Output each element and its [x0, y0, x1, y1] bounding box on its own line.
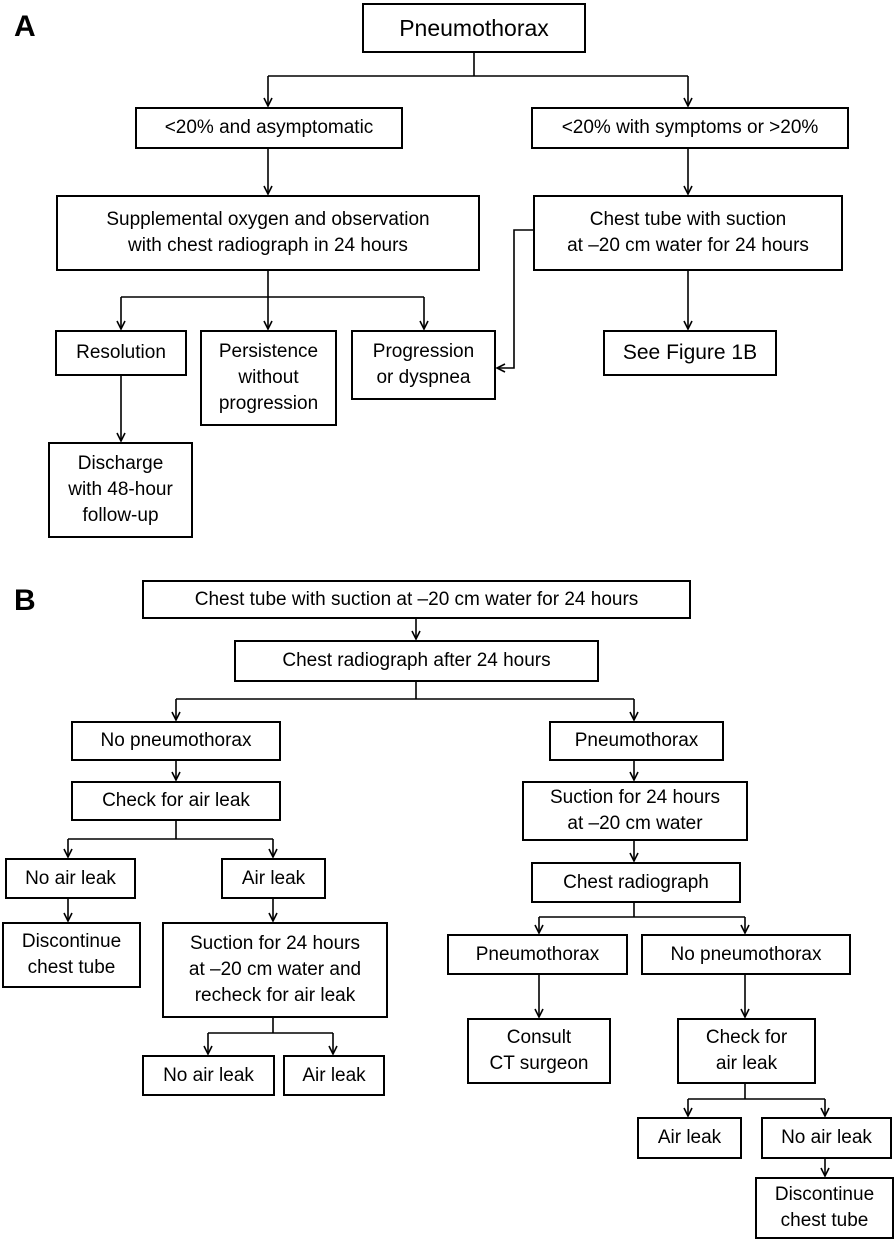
edge-oxygen-split [121, 270, 424, 298]
node-discontinue-right: Discontinue chest tube [755, 1177, 894, 1239]
node-text-line: No air leak [163, 1064, 254, 1086]
node-discontinue-left: Discontinue chest tube [2, 922, 141, 988]
node-no-air-leak-left-1: No air leak [5, 858, 136, 899]
node-text-line: See Figure 1B [622, 341, 758, 364]
node-text-line: Suction for 24 hours [549, 787, 721, 808]
node-chest-tube-b: Chest tube with suction at –20 cm water … [142, 580, 691, 619]
node-see-figure-1b: See Figure 1B [603, 330, 777, 376]
node-text-line: Pneumothorax [475, 943, 600, 965]
node-text-line: <20% and asymptomatic [164, 117, 374, 138]
node-text-line: Chest tube with suction [589, 209, 787, 230]
node-text-line: Progression [372, 341, 475, 362]
node-text-line: Chest tube with suction at –20 cm water … [194, 588, 639, 610]
node-text-line: Discharge [77, 453, 164, 474]
edge-radiograph-split [176, 681, 634, 700]
node-air-leak-right: Air leak [637, 1117, 742, 1159]
node-consult-ct-surgeon: Consult CT surgeon [467, 1018, 611, 1084]
node-text-line: chest tube [27, 957, 116, 978]
node-text-line: Air leak [241, 867, 306, 889]
node-text-line: Air leak [657, 1127, 722, 1148]
node-text-line: No air leak [781, 1127, 872, 1148]
edge-radiograph-split-r [539, 902, 745, 918]
node-suction-recheck: Suction for 24 hours at –20 cm water and r… [162, 922, 388, 1018]
node-no-pneumothorax-left: No pneumothorax [71, 721, 281, 761]
node-pneumothorax-right: Pneumothorax [549, 721, 724, 761]
node-text-line: Consult [506, 1027, 572, 1048]
node-suction-24h-right: Suction for 24 hours at –20 cm water [522, 781, 748, 841]
node-text-line: chest tube [780, 1210, 869, 1231]
node-text-line: Suction for 24 hours [189, 933, 361, 954]
node-symptomatic-or-large: <20% with symptoms or >20% [531, 107, 849, 149]
node-air-leak-left-2: Air leak [283, 1055, 385, 1096]
node-text-line: Discontinue [774, 1184, 875, 1205]
panel-label-a: A [14, 10, 36, 43]
node-check-air-leak-right: Check for air leak [677, 1018, 816, 1084]
node-text-line: No air leak [25, 867, 116, 889]
node-text-line: Persistence [218, 341, 319, 362]
node-text-line: <20% with symptoms or >20% [561, 117, 819, 138]
edge-root-split [268, 52, 688, 77]
node-chest-tube-a: Chest tube with suction at –20 cm water f… [533, 195, 843, 271]
node-text-line: or dyspnea [376, 367, 471, 388]
node-text-line: with 48-hour [68, 479, 173, 500]
node-text-line: Check for [705, 1027, 788, 1048]
arrow-progression-to-chest-tube [497, 229, 533, 368]
node-text-line: No pneumothorax [100, 730, 252, 751]
node-text-line: at –20 cm water [567, 813, 703, 834]
node-text-line: at –20 cm water for 24 hours [567, 235, 809, 256]
node-text-line: with chest radiograph in 24 hours [128, 235, 408, 256]
node-no-air-leak-right: No air leak [761, 1117, 892, 1159]
node-text-line: without [238, 367, 299, 388]
node-chest-radiograph-right: Chest radiograph [531, 862, 741, 903]
node-radiograph-24h: Chest radiograph after 24 hours [234, 640, 599, 682]
node-check-air-leak-left: Check for air leak [71, 781, 281, 821]
node-text-line: Check for air leak [102, 790, 250, 811]
node-no-air-leak-left-2: No air leak [142, 1055, 275, 1096]
node-text-line: Supplemental oxygen and observation [106, 209, 430, 230]
node-discharge: Discharge with 48-hour follow-up [48, 442, 193, 538]
node-text-line: No pneumothorax [670, 943, 822, 965]
node-oxygen-observation: Supplemental oxygen and observation with … [56, 195, 480, 271]
edge-recheck-split [208, 1017, 333, 1034]
node-text-line: recheck for air leak [194, 985, 356, 1006]
node-text-line: follow-up [82, 505, 159, 526]
node-text-line: Chest radiograph after 24 hours [282, 650, 551, 671]
node-pneumothorax-root: Pneumothorax [362, 3, 586, 53]
node-text-line: air leak [715, 1053, 778, 1074]
node-pneumothorax-right-2: Pneumothorax [447, 934, 628, 975]
node-progression: Progression or dyspnea [351, 330, 496, 400]
node-text-line: progression [218, 393, 319, 414]
edge-check-split-r [688, 1082, 825, 1100]
node-air-leak-left-1: Air leak [221, 858, 326, 899]
node-no-pneumothorax-right-2: No pneumothorax [641, 934, 851, 975]
node-resolution: Resolution [55, 330, 187, 376]
node-text-line: Discontinue [21, 931, 122, 952]
panel-label-b: B [14, 584, 36, 617]
node-text-line: Resolution [76, 342, 166, 363]
node-small-asymptomatic: <20% and asymptomatic [135, 107, 403, 149]
node-persistence: Persistence without progression [200, 330, 337, 426]
node-text-line: Pneumothorax [574, 730, 699, 751]
node-text-line: at –20 cm water and [188, 959, 362, 980]
node-text-line: CT surgeon [489, 1053, 589, 1074]
edge-check-split-l [68, 820, 273, 840]
node-text-line: Pneumothorax [399, 15, 549, 41]
node-text-line: Chest radiograph [563, 871, 709, 893]
node-text-line: Air leak [302, 1064, 366, 1086]
